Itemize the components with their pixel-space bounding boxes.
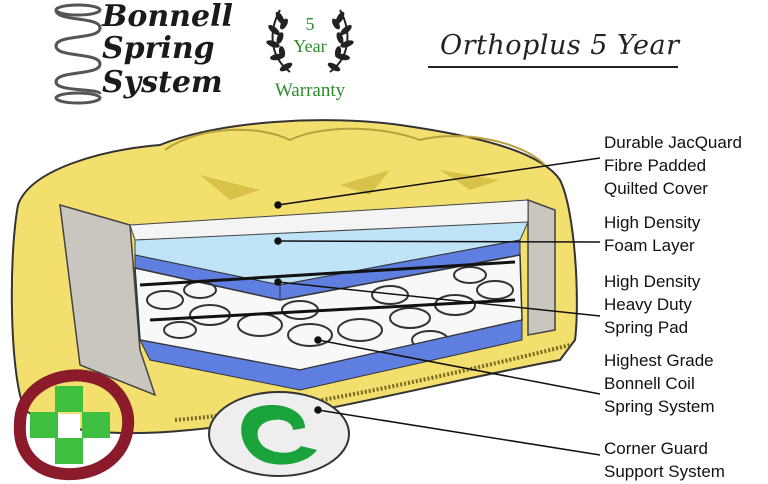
callout-spring-pad: High Density Heavy Duty Spring Pad <box>604 270 700 339</box>
callout-line: Quilted Cover <box>604 179 708 198</box>
callout-line: Foam Layer <box>604 236 695 255</box>
brand-line-2: Spring <box>102 31 215 66</box>
callout-line: High Density <box>604 272 701 291</box>
callout-line: Support System <box>604 462 725 481</box>
callout-foam-layer: High Density Foam Layer <box>604 211 700 257</box>
callout-corner-guard: Corner Guard Support System <box>604 437 725 483</box>
warranty-number: 5 <box>305 14 315 34</box>
warranty-year: Year <box>293 36 327 56</box>
callout-line: Fibre Padded <box>604 156 707 175</box>
callout-line: High Density <box>604 213 701 232</box>
corner-guard-icon <box>208 391 350 477</box>
warranty-label: Warranty <box>274 80 346 101</box>
brand-line-1: Bonnell <box>102 0 233 34</box>
callout-coil-system: Highest Grade Bonnell Coil Spring System <box>604 349 715 418</box>
callout-line: Bonnell Coil <box>604 374 695 393</box>
callout-line: Corner Guard <box>604 439 708 458</box>
title-underline <box>428 66 678 68</box>
callout-line: Durable JacQuard <box>604 133 742 152</box>
laurel-wreath-icon <box>266 9 354 73</box>
callout-line: Highest Grade <box>604 351 714 370</box>
callout-quilted-cover: Durable JacQuard Fibre Padded Quilted Co… <box>604 131 742 200</box>
callout-line: Heavy Duty <box>604 295 692 314</box>
brand-line-3: System <box>102 65 223 100</box>
callout-line: Spring Pad <box>604 318 689 337</box>
health-cross-badge-icon <box>13 369 135 481</box>
product-title: Orthoplus 5 Year <box>440 30 680 61</box>
coil-spring-icon <box>54 3 102 105</box>
callout-line: Spring System <box>604 397 715 416</box>
